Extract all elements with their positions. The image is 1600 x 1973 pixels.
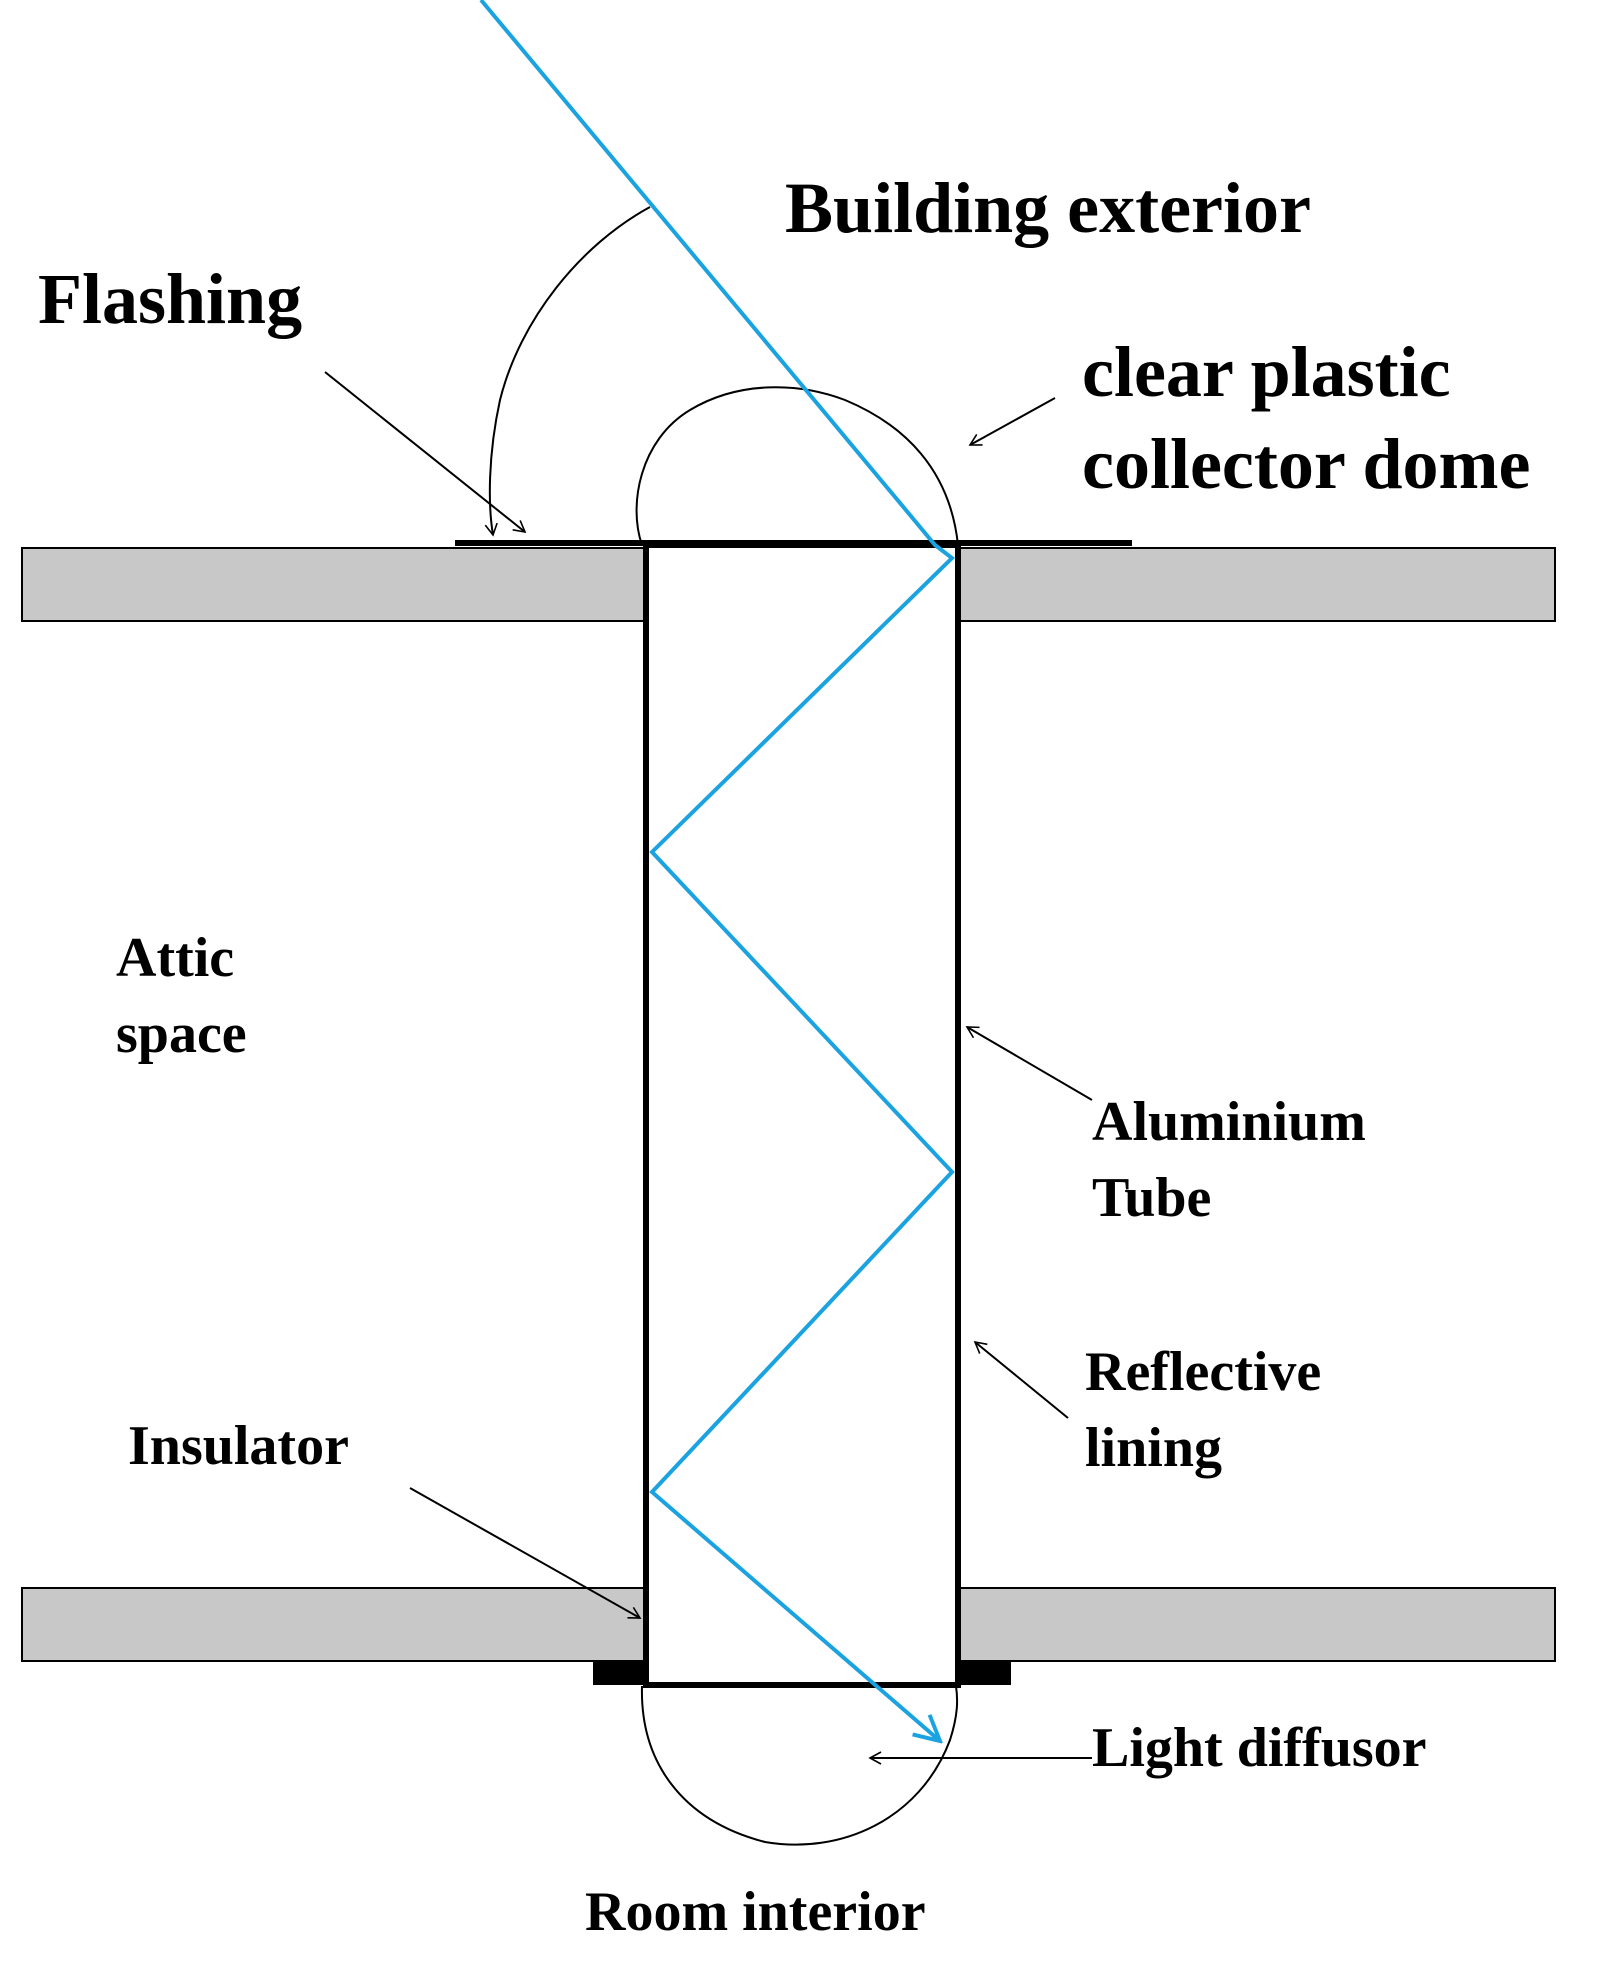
flashing-angle-arc — [484, 206, 651, 537]
insulator-block-left — [593, 1661, 646, 1685]
aluminium-tube — [643, 542, 961, 1688]
insulator-block-right — [958, 1661, 1011, 1685]
attic-label-line2: space — [116, 1003, 247, 1065]
dome-leader — [968, 397, 1056, 446]
lining-label-line1: Reflective — [1085, 1341, 1322, 1403]
attic-label-line1: Attic — [116, 927, 235, 989]
light-ray — [479, 0, 956, 1741]
insulator-label: Insulator — [128, 1415, 349, 1477]
dome-label-line1: clear plastic — [1082, 332, 1451, 412]
tube-label-line1: Aluminium — [1092, 1091, 1366, 1153]
light-diffusor-label: Light diffusor — [1092, 1717, 1427, 1779]
flashing-leader — [324, 371, 527, 534]
ceiling-slab-left — [21, 1587, 645, 1662]
insulator-leader — [409, 1487, 642, 1619]
light-diffusor — [640, 1685, 959, 1846]
dome-label-line2: collector dome — [1082, 424, 1531, 504]
ceiling-slab-right — [959, 1587, 1556, 1662]
flashing-label: Flashing — [38, 259, 303, 339]
tube-leader — [965, 1026, 1093, 1101]
lining-label-line2: lining — [1085, 1417, 1222, 1479]
building-exterior-label: Building exterior — [785, 168, 1311, 248]
lining-leader — [973, 1340, 1069, 1419]
room-interior-label: Room interior — [585, 1881, 926, 1943]
roof-slab-right — [959, 547, 1556, 622]
tube-label-line2: Tube — [1092, 1167, 1212, 1229]
collector-dome — [635, 386, 959, 546]
roof-slab-left — [21, 547, 645, 622]
